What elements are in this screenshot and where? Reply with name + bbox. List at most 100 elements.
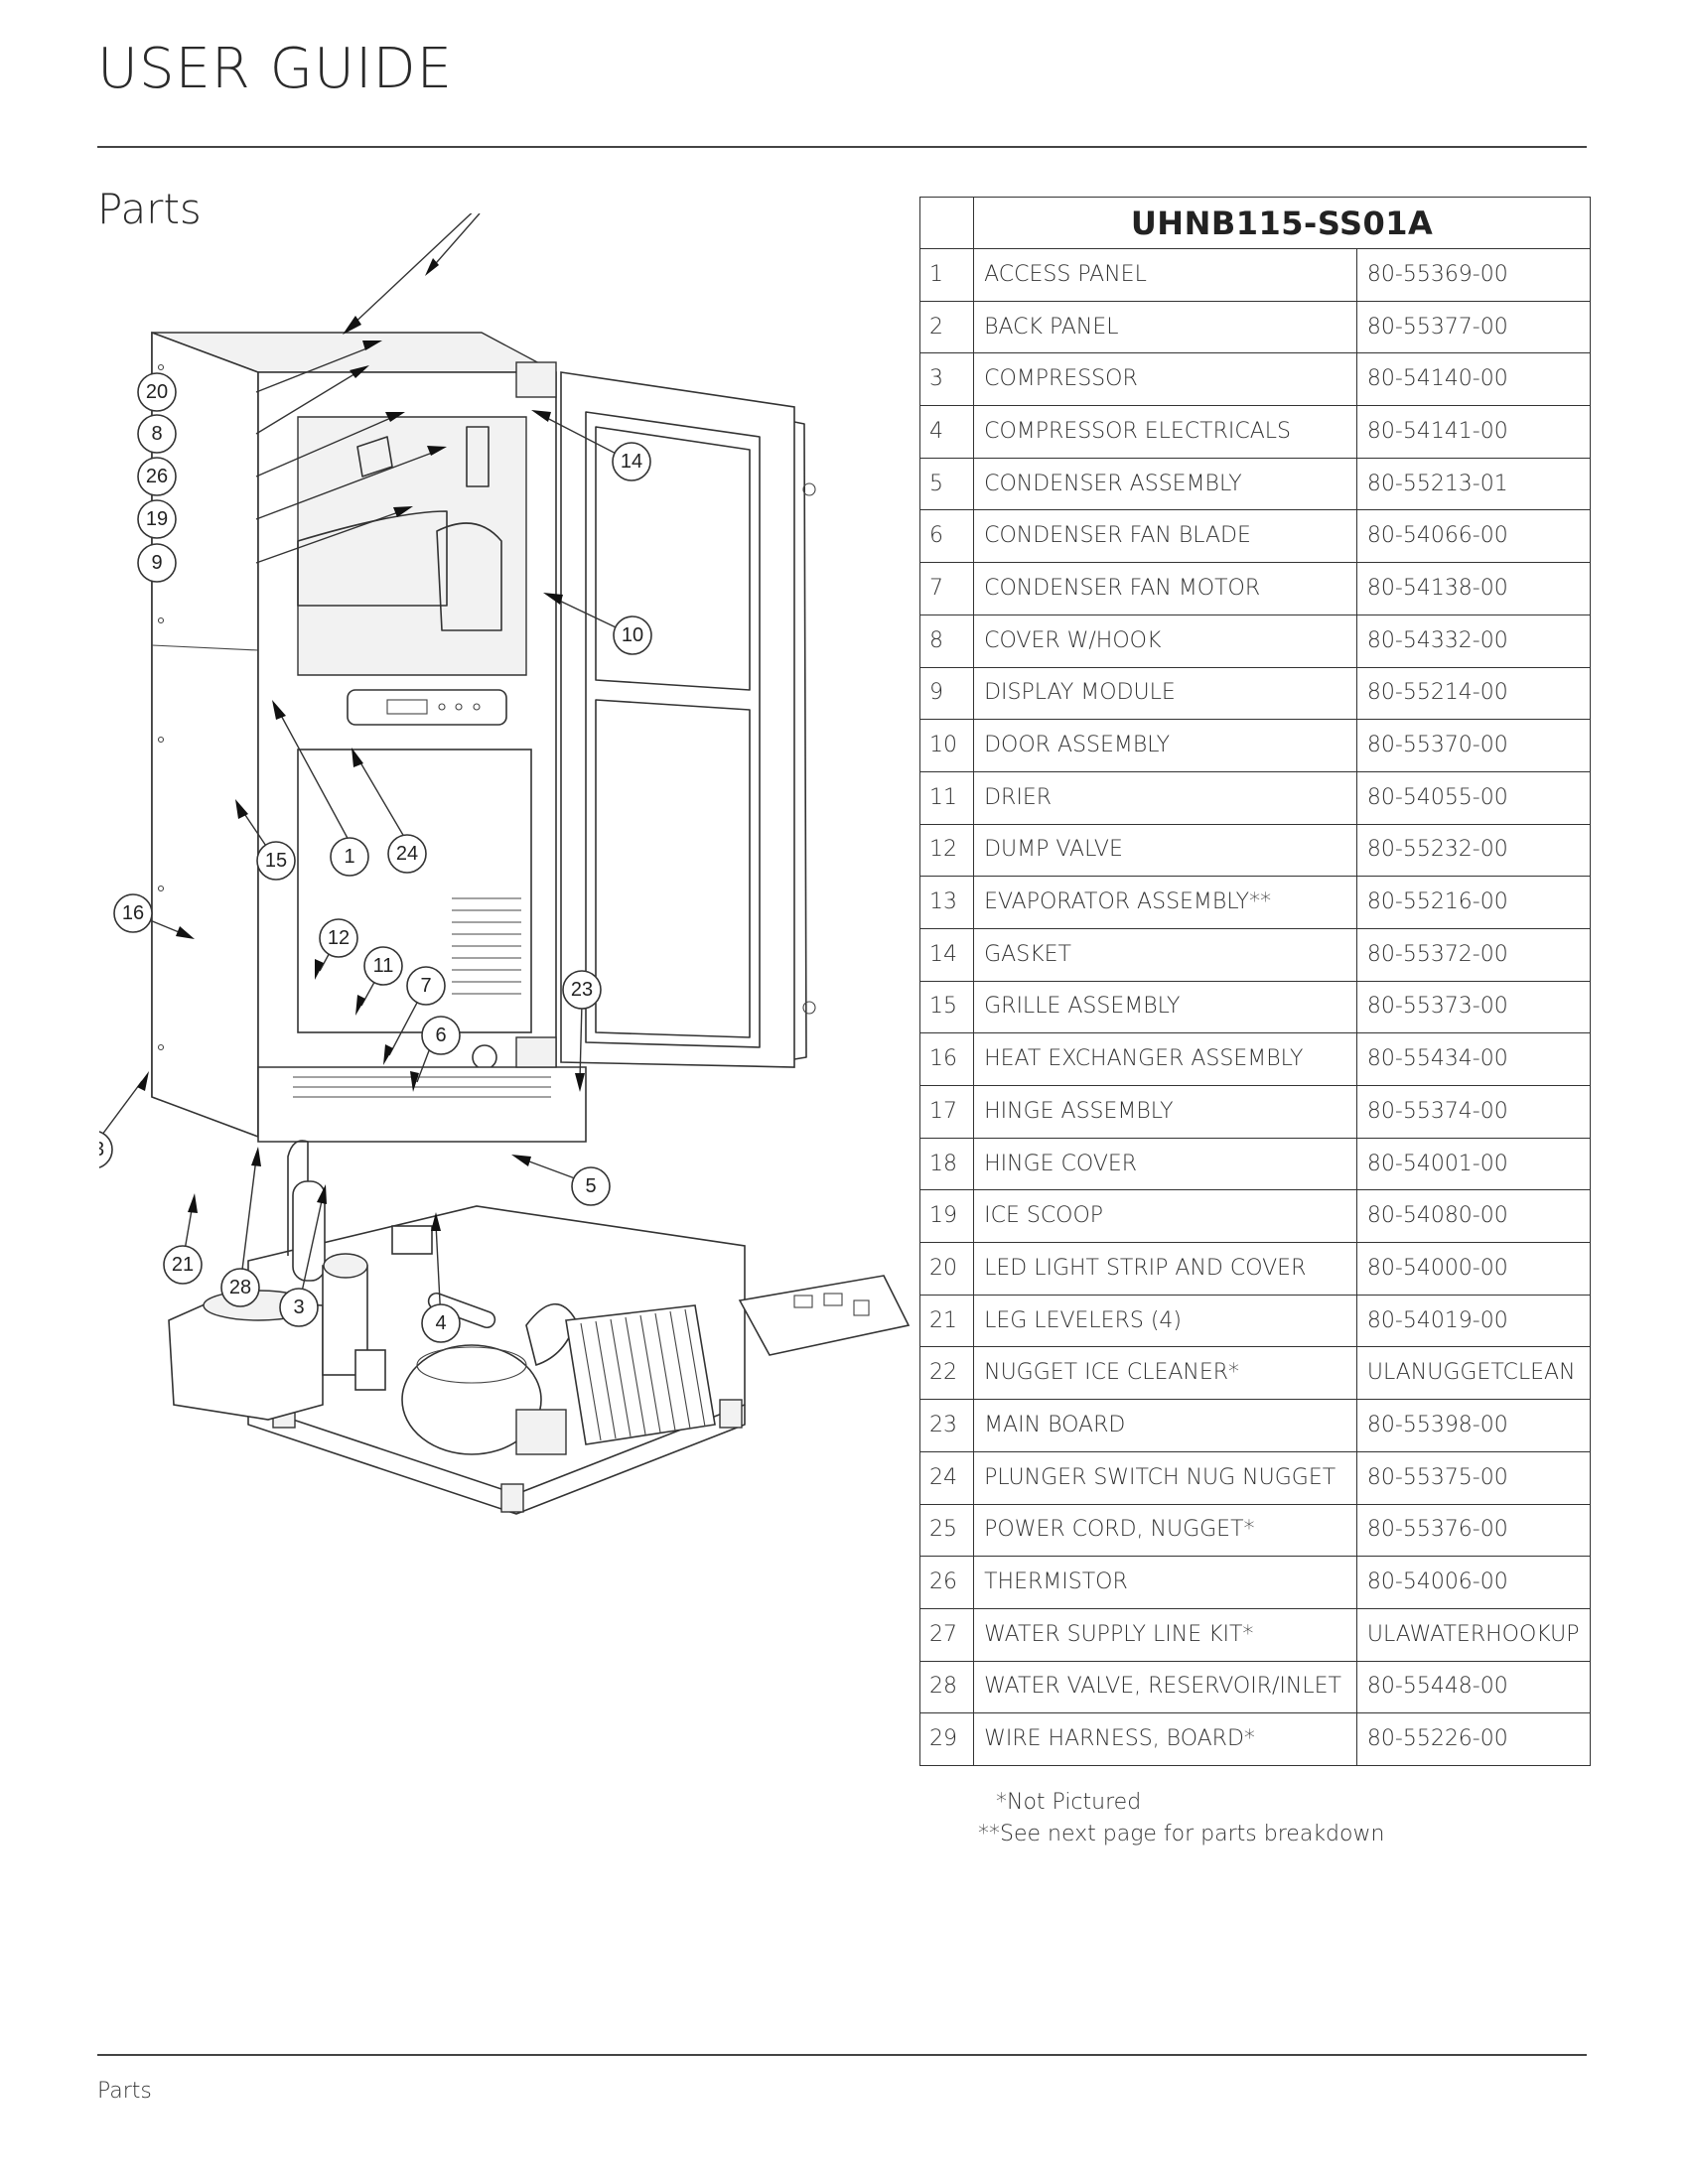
svg-text:26: 26 [146, 466, 168, 487]
table-header-blank [918, 197, 975, 249]
callout-16: 16 [113, 893, 153, 933]
svg-text:15: 15 [265, 850, 287, 872]
callout-8: 8 [137, 414, 177, 454]
part-name: BACK PANEL [973, 300, 1357, 354]
svg-text:3: 3 [293, 1297, 304, 1318]
callout-24: 24 [387, 834, 427, 874]
part-number-index: 3 [918, 352, 975, 407]
part-number-index: 12 [918, 823, 975, 878]
part-number-index: 17 [918, 1085, 975, 1139]
part-number: ULANUGGETCLEAN [1355, 1346, 1592, 1401]
svg-text:16: 16 [122, 902, 144, 924]
part-number-index: 24 [918, 1450, 975, 1505]
part-name: COVER W/HOOK [973, 614, 1357, 668]
footnotes: *Not Pictured **See next page for parts … [978, 1787, 1384, 1850]
condenser-shape [565, 1304, 716, 1445]
svg-text:23: 23 [571, 979, 593, 1001]
part-number: 80-55377-00 [1355, 300, 1592, 354]
part-name: MAIN BOARD [973, 1399, 1357, 1452]
part-number-index: 22 [918, 1346, 975, 1401]
footer-label: Parts [97, 2079, 152, 2104]
svg-text:13: 13 [99, 1139, 104, 1160]
part-number-index: 23 [918, 1399, 975, 1452]
part-name: THERMISTOR [973, 1556, 1357, 1609]
part-name: ACCESS PANEL [973, 248, 1357, 302]
part-number: 80-55374-00 [1355, 1085, 1592, 1139]
heat-exchanger-shape [292, 1180, 326, 1282]
part-number: 80-55372-00 [1355, 927, 1592, 982]
header-rule [97, 146, 1587, 148]
part-number-index: 7 [918, 562, 975, 615]
part-number-index: 6 [918, 509, 975, 564]
part-name: LEG LEVELERS (4) [973, 1294, 1357, 1348]
svg-text:12: 12 [328, 927, 350, 949]
part-name: DRIER [973, 770, 1357, 825]
part-number: 80-55213-01 [1355, 457, 1592, 511]
part-name: COMPRESSOR [973, 352, 1357, 407]
part-name: DISPLAY MODULE [973, 666, 1357, 721]
gasket-upper [595, 426, 751, 691]
svg-text:11: 11 [373, 955, 394, 977]
hinge-top [515, 361, 557, 398]
document-title: USER GUIDE [97, 37, 454, 101]
footer-rule [97, 2054, 1587, 2056]
svg-text:24: 24 [396, 843, 418, 865]
callout-28: 28 [220, 1268, 260, 1307]
svg-text:19: 19 [146, 508, 168, 530]
side-panel-shape [151, 331, 259, 1139]
svg-text:28: 28 [229, 1277, 251, 1298]
parts-diagram: 2 17 18 20 8 26 19 9 14 10 15 1 24 16 12… [99, 213, 911, 1515]
part-number: 80-54332-00 [1355, 614, 1592, 668]
dump-valve-shape [391, 1225, 433, 1255]
part-number-index: 29 [918, 1712, 975, 1766]
model-number: UHNB115-SS01A [973, 197, 1591, 249]
part-name: GASKET [973, 927, 1357, 982]
part-number-index: 13 [918, 876, 975, 929]
grille-shape [257, 1066, 587, 1143]
leg-leveler-2 [500, 1483, 524, 1513]
callout-10: 10 [613, 615, 652, 655]
callout-3: 3 [279, 1288, 319, 1327]
part-name: HINGE ASSEMBLY [973, 1085, 1357, 1139]
leg-leveler-3 [719, 1399, 743, 1429]
svg-text:7: 7 [420, 975, 431, 997]
part-number-index: 16 [918, 1032, 975, 1086]
part-number-index: 15 [918, 980, 975, 1034]
callout-14: 14 [612, 442, 651, 481]
callout-7: 7 [406, 966, 446, 1006]
part-number: 80-55375-00 [1355, 1450, 1592, 1505]
part-number: 80-54019-00 [1355, 1294, 1592, 1348]
part-number: 80-54006-00 [1355, 1556, 1592, 1609]
part-number: 80-55370-00 [1355, 719, 1592, 772]
callout-6: 6 [421, 1016, 461, 1055]
part-number-index: 1 [918, 248, 975, 302]
part-number-index: 28 [918, 1660, 975, 1714]
part-number: 80-55373-00 [1355, 980, 1592, 1034]
part-number: 80-55398-00 [1355, 1399, 1592, 1452]
water-valve-shape [354, 1349, 386, 1391]
footnote-see-next-page: **See next page for parts breakdown [978, 1822, 1385, 1846]
svg-text:5: 5 [585, 1175, 596, 1197]
part-name: LED LIGHT STRIP AND COVER [973, 1242, 1357, 1296]
part-number-index: 20 [918, 1242, 975, 1296]
part-name: COMPRESSOR ELECTRICALS [973, 405, 1357, 459]
part-name: DOOR ASSEMBLY [973, 719, 1357, 772]
part-number-index: 26 [918, 1556, 975, 1609]
part-number-index: 14 [918, 927, 975, 982]
section-title: Parts [97, 185, 202, 233]
callout-1: 1 [330, 837, 369, 877]
part-name: POWER CORD, NUGGET* [973, 1503, 1357, 1558]
